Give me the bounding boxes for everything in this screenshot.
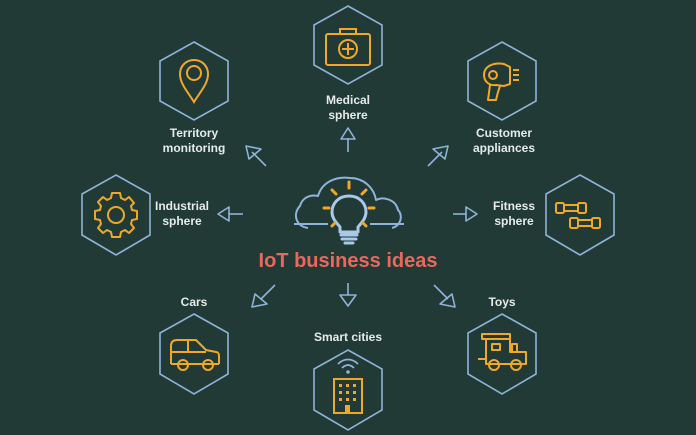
dumbbell-icon bbox=[555, 202, 601, 229]
hexagon-fitness bbox=[545, 174, 615, 256]
cloud-lightbulb-icon bbox=[294, 176, 404, 245]
label-smart-cities: Smart cities bbox=[313, 330, 383, 344]
arrow-left-icon bbox=[217, 206, 243, 222]
car-icon bbox=[170, 339, 220, 371]
hexagon-territory bbox=[159, 41, 229, 121]
gear-icon bbox=[94, 192, 138, 238]
label-medical: Medical sphere bbox=[325, 93, 370, 122]
arrow-up-icon bbox=[340, 127, 356, 152]
label-territory: Territory monitoring bbox=[162, 126, 226, 155]
hexagon-customer bbox=[467, 41, 537, 121]
label-customer: Customer appliances bbox=[472, 126, 536, 155]
label-fitness: Fitness sphere bbox=[492, 199, 535, 228]
toy-train-icon bbox=[478, 333, 527, 371]
hexagon-toys bbox=[467, 313, 537, 395]
arrow-down-right-icon bbox=[433, 284, 456, 308]
hexagon-industrial bbox=[81, 174, 151, 256]
label-industrial: Industrial sphere bbox=[154, 199, 209, 228]
hexagon-cars bbox=[159, 313, 229, 395]
hexagon-smart-cities bbox=[313, 349, 383, 431]
arrow-down-icon bbox=[339, 283, 357, 307]
arrow-right-icon bbox=[453, 206, 478, 222]
arrow-up-right-icon bbox=[427, 145, 449, 167]
arrow-down-left-icon bbox=[251, 284, 276, 308]
label-cars: Cars bbox=[180, 295, 208, 309]
hair-dryer-icon bbox=[483, 62, 519, 101]
smart-building-icon bbox=[333, 358, 363, 414]
arrow-up-left-icon bbox=[245, 145, 267, 167]
label-toys: Toys bbox=[488, 295, 516, 309]
map-pin-icon bbox=[178, 58, 210, 104]
diagram-title: IoT business ideas bbox=[258, 250, 438, 272]
hexagon-medical bbox=[313, 5, 383, 85]
first-aid-kit-icon bbox=[325, 28, 371, 66]
